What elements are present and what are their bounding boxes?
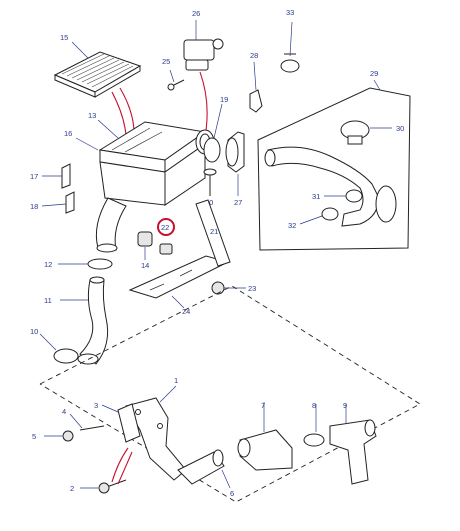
callout-31: 31 (312, 192, 320, 201)
intake-adaptor[interactable] (225, 131, 245, 173)
callout-27: 27 (234, 198, 242, 207)
hose-clip-large[interactable] (53, 348, 79, 364)
callout-23: 23 (248, 284, 256, 293)
callout-33: 33 (286, 8, 294, 17)
callout-26: 26 (192, 9, 200, 18)
elbow-gasket[interactable] (117, 403, 141, 443)
callout-28: 28 (250, 51, 258, 60)
callout-4: 4 (62, 407, 66, 416)
highlighted-part-marker[interactable]: 22 (157, 218, 175, 236)
callout-30: 30 (396, 124, 404, 133)
callout-5: 5 (32, 432, 36, 441)
bolt[interactable] (98, 479, 127, 494)
callout-7: 7 (261, 401, 265, 410)
callout-24: 24 (182, 307, 190, 316)
hose-clamp-small[interactable] (87, 258, 113, 270)
callout-8: 8 (312, 401, 316, 410)
callout-17: 17 (30, 172, 38, 181)
tube-clamp[interactable] (303, 433, 325, 447)
intake-tube[interactable] (237, 429, 293, 471)
callout-11: 11 (44, 296, 52, 305)
callout-12: 12 (44, 260, 52, 269)
callout-32: 32 (288, 221, 296, 230)
stud[interactable] (79, 425, 105, 431)
callout-9: 9 (343, 401, 347, 410)
pipe-clip[interactable] (280, 53, 300, 73)
retaining-clip[interactable] (61, 163, 75, 214)
breather-clamp-lower[interactable] (321, 207, 339, 221)
callout-21: 21 (210, 227, 218, 236)
air-flow-sensor[interactable] (183, 38, 224, 71)
nut[interactable] (62, 430, 74, 442)
breather-valve[interactable] (340, 120, 370, 145)
t-piece-connector[interactable] (329, 419, 377, 485)
callout-14: 14 (141, 261, 149, 270)
callout-10: 10 (30, 327, 38, 336)
callout-3: 3 (94, 401, 98, 410)
breather-clip[interactable] (249, 89, 263, 113)
air-filter-element[interactable] (53, 51, 142, 98)
callout-18: 18 (30, 202, 38, 211)
callout-22: 22 (161, 223, 169, 232)
rubber-mount[interactable] (137, 231, 173, 255)
flange-nut[interactable] (211, 281, 225, 295)
breather-clamp-upper[interactable] (345, 189, 363, 203)
callout-15: 15 (60, 33, 68, 42)
sealing-ring[interactable] (203, 168, 217, 196)
callout-19: 19 (220, 95, 228, 104)
callout-25: 25 (162, 57, 170, 66)
callout-2: 2 (70, 484, 74, 493)
mounting-bracket[interactable] (128, 199, 231, 299)
breather-hose[interactable] (264, 146, 397, 227)
intake-hose[interactable] (77, 276, 109, 365)
callout-16: 16 (64, 129, 72, 138)
connecting-hose[interactable] (177, 449, 225, 485)
callout-6: 6 (230, 489, 234, 498)
hose-clamp[interactable] (203, 137, 221, 163)
air-cleaner-housing[interactable] (95, 121, 215, 253)
throttle-elbow[interactable] (125, 397, 187, 481)
callout-1: 1 (174, 376, 178, 385)
callout-29: 29 (370, 69, 378, 78)
sensor-screw[interactable] (167, 79, 185, 91)
callout-13: 13 (88, 111, 96, 120)
